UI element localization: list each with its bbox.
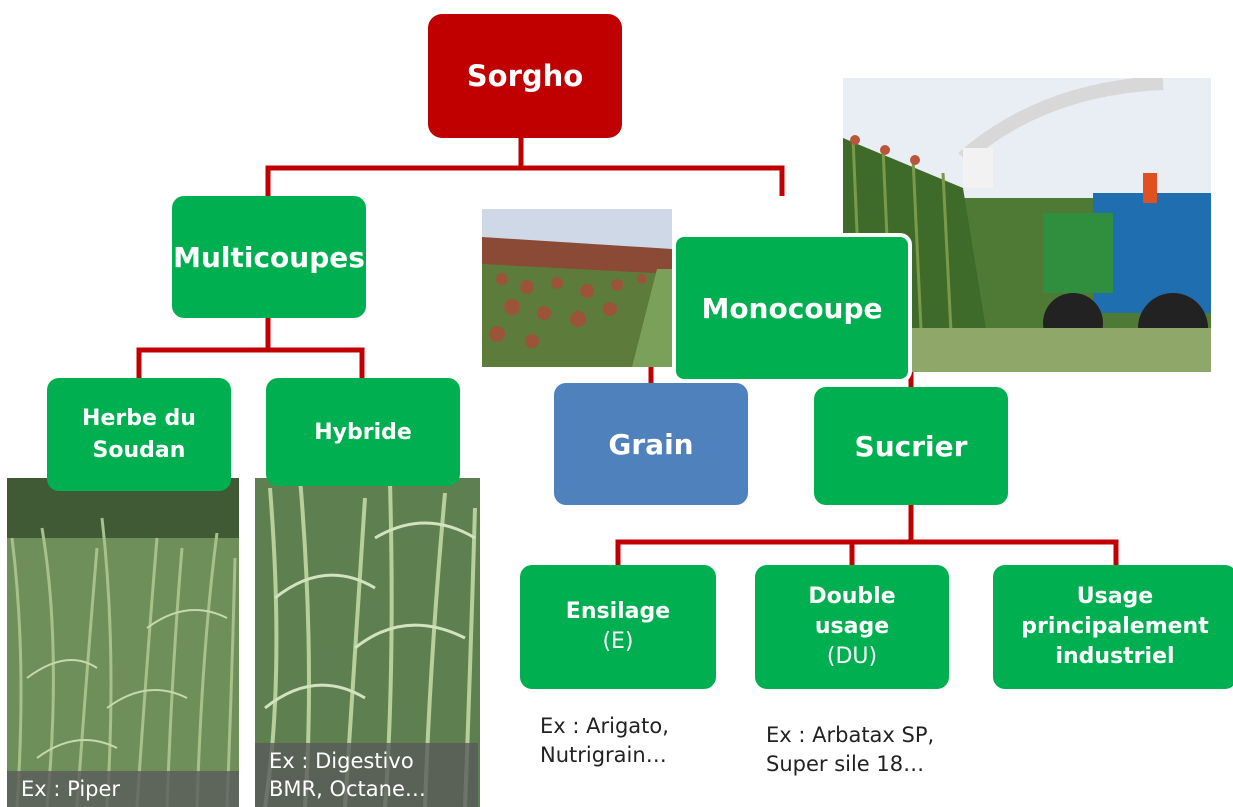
- connector-multicoupes-hybride: [268, 347, 365, 378]
- hybride-photo: Ex : Digestivo BMR, Octane…: [255, 478, 480, 807]
- double-usage-example-caption: Ex : Arbatax SP, Super sile 18…: [766, 723, 935, 776]
- grain-label: Grain: [608, 427, 694, 461]
- ensilage-label: Ensilage: [565, 599, 671, 624]
- sucrier-node: Sucrier: [814, 387, 1008, 505]
- multicoupes-node: Multicoupes: [172, 196, 366, 318]
- ensilage-abbr: (E): [602, 629, 634, 654]
- herbe-du-soudan-label: Herbe du Soudan: [82, 405, 196, 463]
- hybride-example-caption: Ex : Digestivo BMR, Octane…: [255, 743, 478, 807]
- double-usage-node: Double usage (DU): [755, 565, 949, 689]
- ensilage-node: Ensilage (E): [520, 565, 716, 689]
- ensilage-example-caption: Ex : Arigato, Nutrigrain…: [540, 714, 669, 767]
- hybride-label: Hybride: [314, 419, 412, 445]
- multicoupes-label: Multicoupes: [173, 240, 365, 274]
- sorgho-label: Sorgho: [466, 59, 584, 93]
- hybride-node: Hybride: [266, 378, 460, 486]
- double-usage-label: Double usage: [808, 584, 896, 639]
- herbe-example-caption: Ex : Piper: [7, 771, 239, 807]
- industriel-node: Usage principalement industriel: [993, 565, 1233, 689]
- herbe-du-soudan-photo: Ex : Piper: [7, 478, 239, 807]
- sorgho-node: Sorgho: [428, 14, 622, 138]
- monocoupe-node: Monocoupe: [672, 233, 912, 383]
- connector-sucrier-industriel: [911, 539, 1119, 565]
- industriel-label: Usage principalement industriel: [1021, 584, 1209, 669]
- sucrier-label: Sucrier: [854, 429, 968, 463]
- connector-root-monocoupe: [521, 165, 785, 196]
- connector-sucrier-children: [615, 505, 914, 565]
- double-usage-abbr: (DU): [826, 644, 878, 669]
- monocoupe-label: Monocoupe: [701, 291, 883, 325]
- sorghum-field-photo: [482, 209, 672, 367]
- grain-node: Grain: [554, 383, 748, 505]
- herbe-du-soudan-node: Herbe du Soudan: [47, 378, 231, 491]
- connector-root-multicoupes: [265, 138, 524, 196]
- connector-multicoupes-children: [136, 318, 271, 378]
